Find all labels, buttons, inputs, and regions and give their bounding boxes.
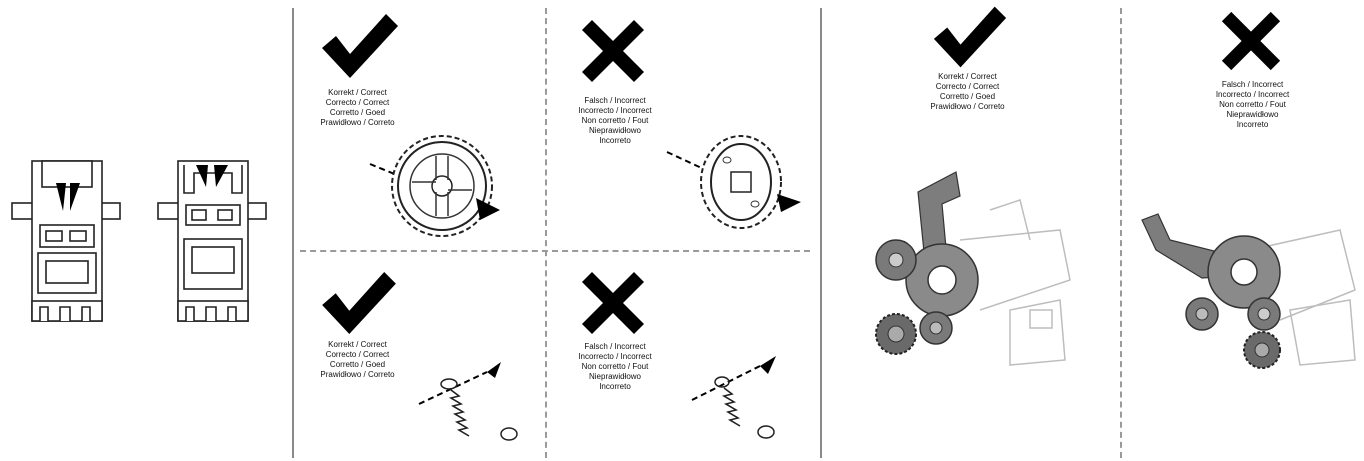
- caption-gear-correct: Korrekt / Correct Correcto / Correct Cor…: [300, 88, 415, 128]
- connector-block-left: [10, 155, 122, 330]
- cross-icon: [580, 270, 646, 336]
- check-icon: [320, 270, 398, 336]
- caption-gear-incorrect: Falsch / Incorrect Incorrecto / Incorrec…: [555, 96, 675, 146]
- caption-lever-incorrect: Falsch / Incorrect Incorrecto / Incorrec…: [1195, 80, 1310, 130]
- gear-correct-illustration: [368, 128, 513, 243]
- cross-icon: [580, 18, 646, 84]
- caption-lever-correct: Korrekt / Correct Correcto / Correct Cor…: [910, 72, 1025, 112]
- check-icon: [932, 4, 1008, 70]
- caption-spring-correct: Korrekt / Correct Correcto / Correct Cor…: [300, 340, 415, 380]
- divider-left: [292, 8, 294, 458]
- connector-block-right: [156, 155, 268, 330]
- check-icon: [320, 12, 400, 80]
- divider-horizontal: [300, 250, 810, 252]
- divider-gear-middle: [545, 8, 547, 458]
- caption-spring-incorrect: Falsch / Incorrect Incorrecto / Incorrec…: [555, 342, 675, 392]
- lever-correct-illustration: [860, 170, 1075, 370]
- spring-correct-illustration: [415, 360, 525, 450]
- gear-incorrect-illustration: [665, 130, 805, 235]
- cross-icon: [1220, 10, 1282, 72]
- spring-incorrect-illustration: [690, 352, 790, 448]
- lever-incorrect-illustration: [1140, 210, 1362, 370]
- divider-right: [820, 8, 822, 458]
- divider-lever-middle: [1120, 8, 1122, 458]
